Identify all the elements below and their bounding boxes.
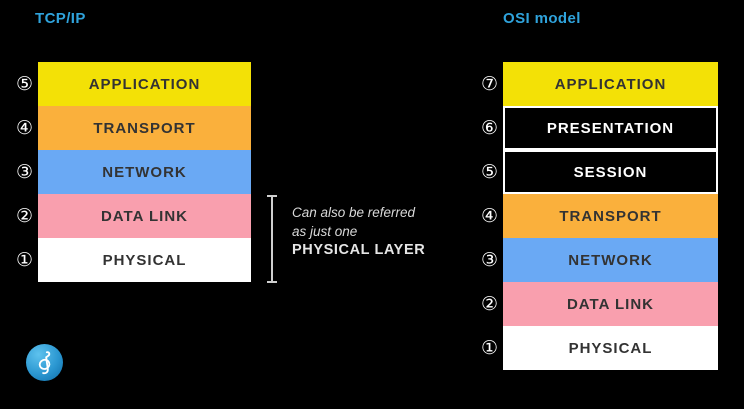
- bracket-line: [271, 197, 273, 281]
- layer-label: DATA LINK: [100, 207, 189, 225]
- circled-number-4-icon: ④: [15, 117, 34, 139]
- tcpip-transport-band: TRANSPORT: [38, 106, 251, 150]
- osi-network-band: NETWORK: [503, 238, 718, 282]
- layer-label: PRESENTATION: [546, 119, 675, 137]
- tcpip-layer-transport: ④ TRANSPORT: [11, 106, 251, 150]
- physical-layer-bracket: [267, 195, 277, 283]
- layer-label: TRANSPORT: [559, 207, 662, 225]
- osi-transport-band: TRANSPORT: [503, 194, 718, 238]
- tcpip-datalink-band: DATA LINK: [38, 194, 251, 238]
- tcpip-title: TCP/IP: [35, 10, 86, 27]
- layer-label: NETWORK: [102, 163, 187, 181]
- annotation-line-3: PHYSICAL LAYER: [292, 242, 426, 258]
- osi-stack: ⑦ APPLICATION ⑥ PRESENTATION ⑤ SESSION ④…: [476, 62, 718, 370]
- circled-number-5-icon: ⑤: [15, 73, 34, 95]
- osi-application-band: APPLICATION: [503, 62, 718, 106]
- annotation-line-1: Can also be referred: [292, 205, 416, 220]
- tcpip-layer-physical: ① PHYSICAL: [11, 238, 251, 282]
- layer-label: NETWORK: [568, 251, 653, 269]
- layer-label: SESSION: [573, 163, 648, 181]
- tcpip-stack: ⑤ APPLICATION ④ TRANSPORT ③ NETWORK ② DA…: [11, 62, 251, 282]
- circled-number-1-icon: ①: [15, 249, 34, 271]
- circled-number-6-icon: ⑥: [480, 117, 499, 139]
- osi-session-band: SESSION: [503, 150, 718, 194]
- circled-number-3-icon: ③: [480, 249, 499, 271]
- tcpip-physical-band: PHYSICAL: [38, 238, 251, 282]
- tcpip-layer-application: ⑤ APPLICATION: [11, 62, 251, 106]
- circled-number-7-icon: ⑦: [480, 73, 499, 95]
- osi-layer-network: ③ NETWORK: [476, 238, 718, 282]
- layer-label: PHYSICAL: [568, 339, 653, 357]
- layer-label: PHYSICAL: [102, 251, 187, 269]
- osi-model-title: OSI model: [503, 10, 581, 27]
- circled-number-1-icon: ①: [480, 337, 499, 359]
- osi-layer-application: ⑦ APPLICATION: [476, 62, 718, 106]
- logo-glyph: [38, 350, 50, 374]
- tcpip-layer-network: ③ NETWORK: [11, 150, 251, 194]
- osi-layer-presentation: ⑥ PRESENTATION: [476, 106, 718, 150]
- circled-number-2-icon: ②: [15, 205, 34, 227]
- layer-label: DATA LINK: [566, 295, 655, 313]
- layer-label: APPLICATION: [554, 75, 667, 93]
- osi-layer-session: ⑤ SESSION: [476, 150, 718, 194]
- annotation-line-2: as just one: [292, 224, 358, 239]
- tcpip-application-band: APPLICATION: [38, 62, 251, 106]
- layer-label: APPLICATION: [88, 75, 201, 93]
- powercert-logo-icon: [26, 344, 63, 381]
- physical-layer-annotation: Can also be referred as just one PHYSICA…: [292, 203, 425, 260]
- osi-layer-physical: ① PHYSICAL: [476, 326, 718, 370]
- circled-number-4-icon: ④: [480, 205, 499, 227]
- osi-presentation-band: PRESENTATION: [503, 106, 718, 150]
- osi-datalink-band: DATA LINK: [503, 282, 718, 326]
- layer-label: TRANSPORT: [93, 119, 196, 137]
- osi-layer-transport: ④ TRANSPORT: [476, 194, 718, 238]
- circled-number-3-icon: ③: [15, 161, 34, 183]
- circled-number-5-icon: ⑤: [480, 161, 499, 183]
- osi-physical-band: PHYSICAL: [503, 326, 718, 370]
- tcpip-layer-datalink: ② DATA LINK: [11, 194, 251, 238]
- tcpip-network-band: NETWORK: [38, 150, 251, 194]
- circled-number-2-icon: ②: [480, 293, 499, 315]
- osi-layer-datalink: ② DATA LINK: [476, 282, 718, 326]
